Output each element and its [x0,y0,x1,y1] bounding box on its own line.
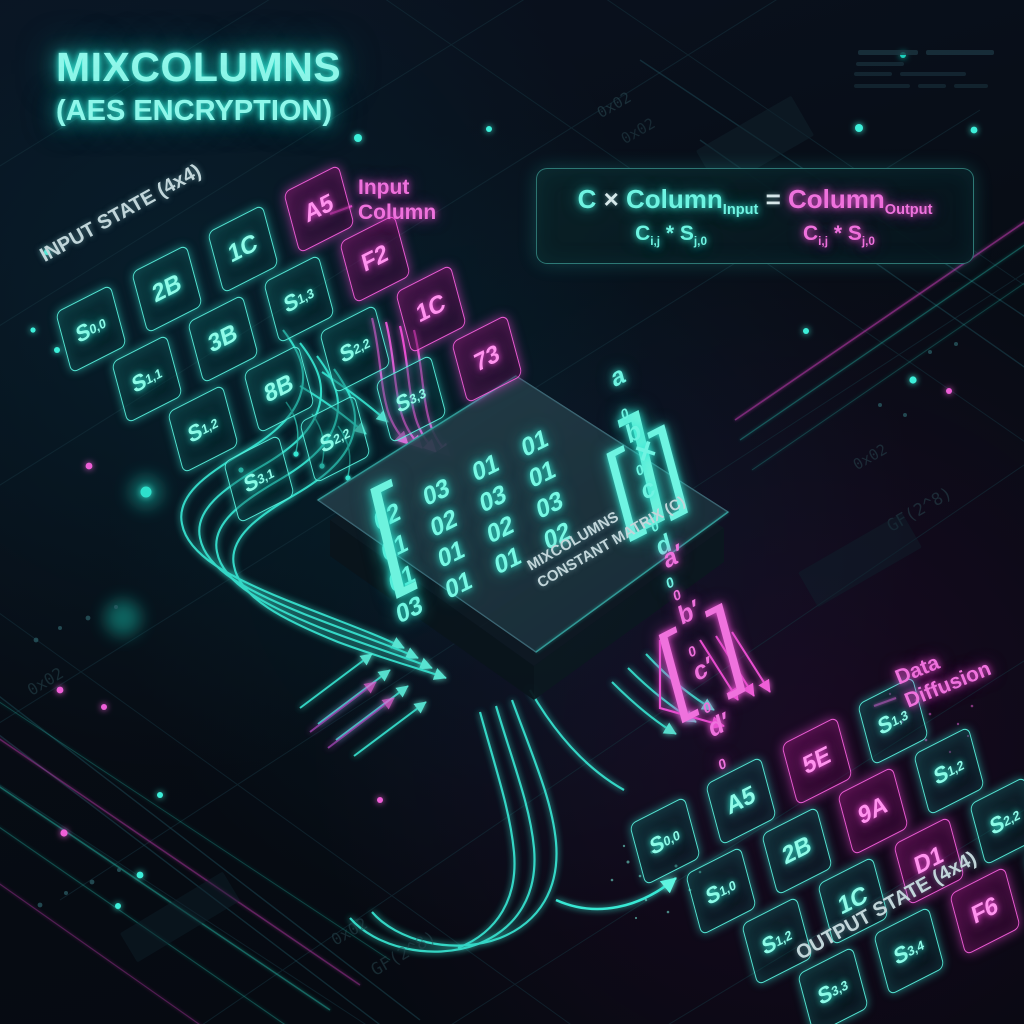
input-state-cell-value: F2 [358,238,391,279]
deco-bar [858,50,918,55]
deco-bar [954,84,988,88]
input-state-cell-wrap: F2 [339,214,411,304]
output-state-cell-wrap: 5E [781,716,853,806]
input-state-cell-wrap: 3B [187,294,259,384]
deco-bar [856,62,904,66]
input-column-callout: Input Column [358,176,436,226]
input-state-cell-value: A5 [301,188,337,229]
input-state-cell-subscript: 2,2 [331,424,352,448]
input-state-cell-value: 1C [413,288,449,329]
output-state-cell-subscript: 3,3 [829,976,850,1000]
input-state-cell-wrap: 1C [207,204,279,294]
formula-equals: = [765,184,781,215]
input-state-cell-wrap: A5 [283,164,355,254]
input-state-cell-subscript: 1,1 [143,364,164,388]
title-line-2: (AES ENCRYPTION) [56,95,333,127]
input-state-cell-value: 3B [205,318,241,359]
output-state-cell-subscript: 2,2 [1001,806,1022,830]
input-state-cell-wrap: 73 [451,314,523,404]
title-line-1: MIXCOLUMNS [56,44,342,90]
input-state-cell-value: 73 [471,339,503,378]
output-state-cell-subscript: 1,2 [773,926,794,950]
output-state-cell-wrap: A5 [705,756,777,846]
formula-main-row: C × ColumnInput = ColumnOutput [578,184,933,218]
formula-column-input: Column [626,184,723,215]
deco-bar [900,72,966,76]
formula-right-detail: Ci,j * Sj,0 [803,221,875,248]
output-state-cell-subscript: 1,0 [717,876,738,900]
input-state-cell-wrap: 1C [395,264,467,354]
output-state-cell-subscript: 3,4 [905,936,926,960]
input-state-cell-value: 2B [149,268,185,309]
input-state-cell-subscript: 1,3 [295,284,316,308]
input-state-cell-value: 8B [261,368,297,409]
input-column-callout-line2: Column [358,200,437,224]
deco-bar [854,72,892,76]
formula-left-detail: Ci,j * Sj,0 [635,221,707,248]
deco-bar [918,84,946,88]
output-state-cell-wrap: F6 [949,866,1021,956]
formula-column-output-sub: Output [884,202,933,219]
output-state-cell-wrap: 9A [837,766,909,856]
page-title: MIXCOLUMNS (AES ENCRYPTION) [56,44,341,128]
formula-column-input-sub: Input [722,202,759,219]
formula-c: C [577,184,597,215]
deco-bar [854,84,910,88]
output-state-cell-subscript: 1,2 [945,756,966,780]
deco-bar [926,50,994,55]
input-state-cell-subscript: 2,2 [351,334,372,358]
output-state-cell-subscript: 1,3 [889,706,910,730]
input-state-cell-subscript: 3,1 [255,464,276,488]
output-state-cell-subscript: 0,0 [661,826,682,850]
output-state-cell-value: 9A [855,790,891,831]
formula-panel: C × ColumnInput = ColumnOutput Ci,j * Sj… [536,168,974,264]
output-vector-item: a′0 [660,538,686,605]
output-state-cell-value: 5E [800,740,834,781]
output-state-cell-value: 2B [779,830,815,871]
output-state-cell-wrap: 2B [761,806,833,896]
input-state-cell-subscript: 1,2 [199,414,220,438]
output-state-cell-value: A5 [723,780,759,821]
input-state-cell-value: 1C [225,228,261,269]
formula-column-output: Column [787,184,885,215]
input-state-cell-subscript: 3,3 [407,384,428,408]
input-state-cell-subscript: 0,0 [87,314,108,338]
input-state-cell-wrap: 8B [243,344,315,434]
formula-detail-row: Ci,j * Sj,0 Ci,j * Sj,0 [635,222,875,248]
input-state-cell-wrap: 2B [131,244,203,334]
input-column-callout-line1: Input [358,176,410,199]
formula-times: × [603,184,619,215]
output-state-cell-value: F6 [968,890,1001,931]
